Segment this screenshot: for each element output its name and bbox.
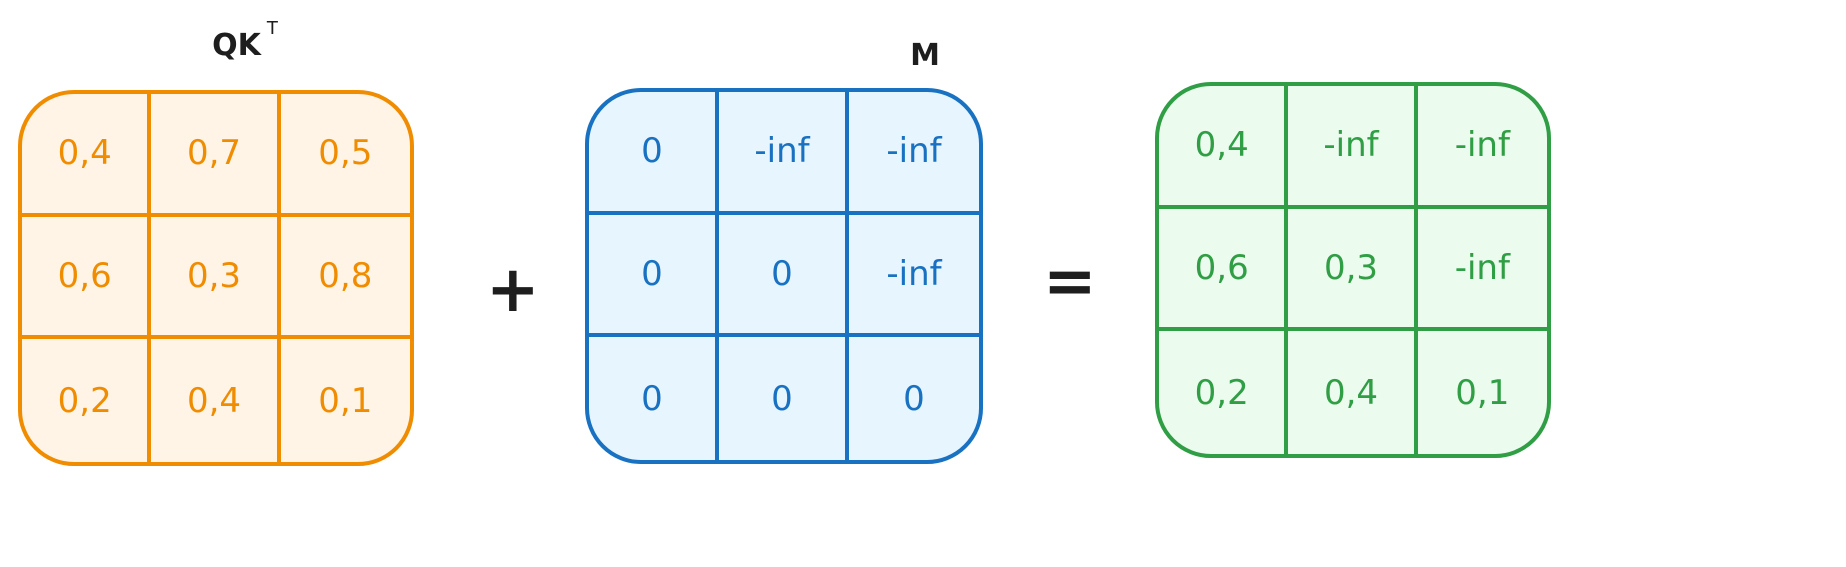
- qkt-cell: 0,4: [151, 339, 281, 462]
- result-cell: -inf: [1288, 86, 1418, 209]
- qkt-cell: 0,3: [151, 216, 281, 340]
- qkt-cell: 0,6: [22, 216, 152, 340]
- mask-cell: -inf: [719, 92, 849, 215]
- result-cell: -inf: [1417, 209, 1547, 332]
- result-cell: 0,6: [1159, 208, 1289, 332]
- result-cell: 0,2: [1159, 331, 1289, 454]
- mask-cell: 0: [589, 337, 719, 460]
- result-cell: 0,4: [1159, 86, 1289, 209]
- qkt-cell: 0,8: [280, 217, 410, 340]
- mask-cell: -inf: [849, 215, 979, 338]
- plus-operator: +: [486, 253, 540, 327]
- mask-cell: 0: [589, 214, 719, 338]
- mask-cell: 0: [719, 337, 849, 460]
- mask-cell: 0: [903, 378, 925, 419]
- result-cell: 0,4: [1288, 331, 1418, 454]
- mask-label: M: [885, 38, 965, 73]
- mask-label-text: M: [910, 38, 940, 73]
- result-cell: 0,1: [1455, 372, 1510, 413]
- qkt-cell: 0,5: [280, 94, 410, 217]
- transpose-superscript: T: [266, 18, 278, 39]
- mask-cell: 0: [589, 92, 719, 215]
- equals-operator: =: [1043, 245, 1097, 319]
- result-cell: 0,3: [1288, 208, 1418, 332]
- qkt-cell: 0,2: [22, 339, 152, 462]
- qkt-label-text: QK: [212, 28, 261, 63]
- mask-cell: 0: [719, 214, 849, 338]
- qkt-cell: 0,7: [151, 94, 281, 217]
- qkt-cell: 0,4: [22, 94, 152, 217]
- qkt-cell: 0,1: [318, 380, 373, 421]
- result-cell: -inf: [1417, 86, 1547, 209]
- mask-cell: -inf: [849, 92, 979, 215]
